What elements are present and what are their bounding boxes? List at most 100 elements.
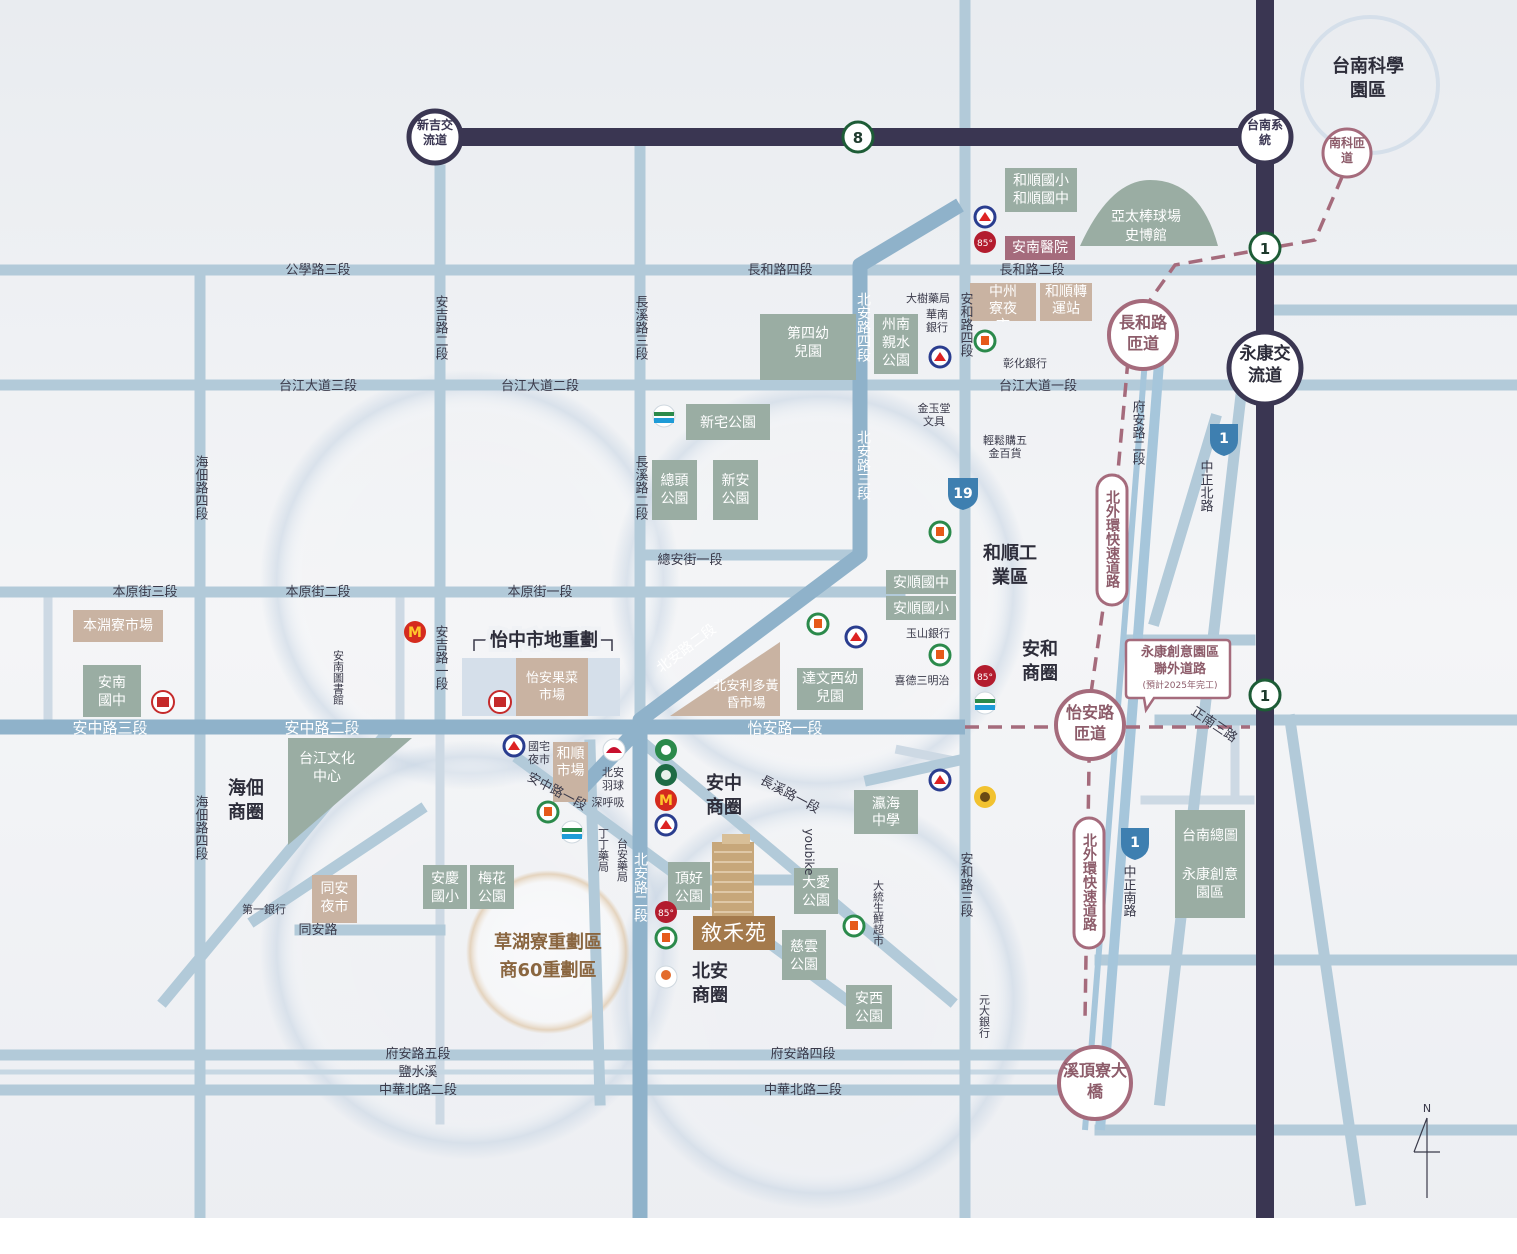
seven-eleven-icon	[536, 800, 560, 824]
heshun-transfer-label: 和順轉運站	[1045, 284, 1087, 317]
poi-label: 彰化銀行	[1003, 356, 1047, 370]
blocks	[73, 168, 1245, 1029]
road-label: 本原街二段	[285, 585, 350, 600]
block-labels: 和順國小和順國中 亞太棒球場史博館 安南醫院 中州寮夜市 和順轉運站 第四幼兒園…	[83, 173, 1238, 1025]
anxi-park-label: 安西公園	[855, 991, 883, 1025]
heshun-school-label: 和順國小和順國中	[1013, 173, 1069, 207]
route-1-icon: 1	[1260, 687, 1270, 705]
road-label: 海佃路四段	[193, 455, 209, 520]
road-label: 中正南路	[1121, 865, 1137, 917]
haidian-circle-label: 海佃商圈	[228, 778, 264, 823]
north-compass: N	[1413, 1102, 1440, 1198]
heshun-market-label: 和順市場	[556, 746, 585, 779]
nanke-ramp: 南科匝道	[1328, 136, 1365, 165]
familymart-icon	[560, 820, 584, 844]
poi-label: 金玉堂文具	[917, 402, 951, 428]
interchange-markers: 新吉交流道 台南系統 永康交流道 南科匝道 長和路匝道 怡安路匝道 溪頂寮大橋	[406, 108, 1373, 1121]
svg-text:85°: 85°	[977, 239, 993, 249]
zhounan-park-label: 州南親水公園	[882, 317, 910, 369]
seven-eleven-icon	[842, 914, 866, 938]
road-label: 長溪路二段	[633, 455, 649, 520]
zhongzhou-market-label: 中州寮夜市	[989, 284, 1017, 322]
road-label: 安吉路一段	[433, 625, 449, 690]
road-label: 安中路三段	[72, 719, 147, 737]
starbucks-icon	[655, 764, 677, 786]
disi-kindergarten-label: 第四幼兒園	[787, 326, 829, 360]
cafe-icon	[974, 786, 996, 808]
poi-label: 喜德三明治	[895, 673, 950, 687]
road-label: youbike	[802, 829, 816, 876]
seven-eleven-icon	[928, 520, 952, 544]
carrefour-icon	[655, 739, 677, 761]
dinghao-park-label: 頂好公園	[675, 871, 703, 905]
bottom-band	[0, 1218, 1517, 1254]
daai-park-label: 大愛公園	[802, 875, 830, 909]
louisa-coffee-icon	[654, 965, 678, 989]
xinan-park-label: 新安公園	[721, 473, 750, 507]
beian-market-label: 北安利多黃昏市場	[713, 679, 779, 711]
district-labels: 台南科學園區 和順工業區 安和商圈 海佃商圈 安中商圈 北安商圈 草湖寮重劃區 …	[228, 56, 1404, 1006]
svg-text:M: M	[408, 625, 422, 641]
svg-text:M: M	[659, 793, 673, 809]
heshun-industrial-label: 和順工業區	[983, 543, 1037, 588]
poi-label: 元大銀行	[978, 994, 991, 1039]
road-label: 長溪路三段	[633, 295, 649, 360]
road-label: 府安路二段	[1130, 400, 1146, 465]
road-label: 府安路五段	[385, 1046, 450, 1062]
road-label: 本原街三段	[112, 585, 177, 600]
pxmart-icon	[928, 345, 952, 369]
expressway-pills: 北外環快速道路 北外環快速道路	[1072, 473, 1129, 950]
yian-ramp: 怡安路匝道	[1065, 703, 1114, 743]
yian-market-label: 怡安果菜市場	[525, 671, 578, 703]
road-label: 台江大道一段	[999, 379, 1077, 394]
xinji-interchange: 新吉交流道	[416, 118, 453, 147]
road-label: 同安路	[298, 922, 337, 938]
poi-labels: 大樹藥局 華南銀行 彰化銀行 金玉堂文具 輕鬆購五金百貨 玉山銀行 喜德三明治 …	[242, 291, 1047, 1039]
poi-label: 北安羽球	[602, 766, 624, 792]
yinghai-school-label: 瀛海中學	[872, 796, 900, 829]
road-label: 鹽水溪	[398, 1065, 437, 1080]
road-label: 長和路二段	[999, 262, 1064, 278]
road-label: 安中路二段	[284, 719, 359, 737]
seven-eleven-icon	[654, 926, 678, 950]
yongkang-road-callout: 永康創意園區聯外道路 (預計2025年完工)	[1124, 638, 1232, 714]
taijiang-culture-label: 台江文化中心	[299, 751, 355, 785]
route-1-icon: 1	[1260, 240, 1270, 258]
zongtou-park-label: 總頭公園	[660, 473, 689, 507]
poi-label: 玉山銀行	[906, 626, 950, 640]
pxmart-icon	[928, 768, 952, 792]
poi-label: 台安藥局	[616, 837, 629, 883]
road-label: 台江大道三段	[279, 379, 357, 394]
poi-label: 第一銀行	[242, 902, 286, 916]
baseball-museum-label: 亞太棒球場史博館	[1111, 209, 1181, 244]
poi-label: 深呼吸	[592, 796, 625, 809]
road-label: 公學路三段	[285, 262, 350, 278]
route-19-shield-icon: 19	[953, 486, 972, 502]
mcdonalds-icon: M	[655, 789, 677, 811]
road-label: 安和路三段	[958, 852, 974, 917]
yongkang-interchange: 永康交流道	[1239, 344, 1291, 386]
project-building	[693, 834, 775, 950]
poi-label: 丁丁藥局	[597, 828, 610, 873]
xidingliao-bridge: 溪頂寮大橋	[1063, 1061, 1127, 1101]
project-name: 敘禾苑	[701, 921, 767, 945]
anzhong-circle-label: 安中商圈	[706, 773, 742, 818]
road-label: 中華北路二段	[379, 1082, 457, 1098]
svg-text:怡中市地重劃: 怡中市地重劃	[490, 629, 598, 651]
road-label: 怡安路一段	[747, 719, 822, 737]
changhe-ramp: 長和路匝道	[1118, 313, 1167, 353]
seven-eleven-icon	[806, 612, 830, 636]
road-label: 北安路二段	[632, 852, 648, 922]
route-8-icon: 8	[853, 129, 863, 147]
xinzhai-park-label: 新宅公園	[700, 415, 756, 431]
svg-text:85°: 85°	[658, 909, 674, 919]
seven-eleven-icon	[928, 643, 952, 667]
anshun-elem-label: 安順國小	[893, 601, 949, 617]
anhe-circle-label: 安和商圈	[1022, 639, 1058, 684]
familymart-icon	[973, 691, 997, 715]
road-label: 海佃路四段	[193, 795, 209, 860]
85c-cafe-icon: 85°	[974, 665, 996, 687]
road-label: 中正北路	[1198, 460, 1214, 512]
road-label: 北安路四段	[855, 292, 871, 362]
